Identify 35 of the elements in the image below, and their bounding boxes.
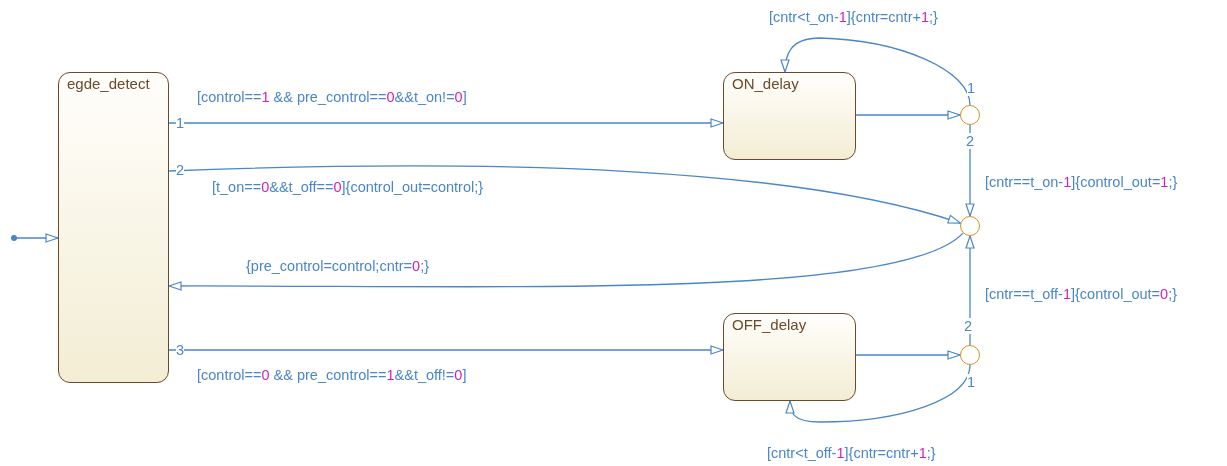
state-box <box>58 72 169 383</box>
transition-label: [control==0 && pre_control==1&&t_off!=0] <box>197 366 467 384</box>
transition-arrow <box>855 110 961 120</box>
junction-circle <box>960 105 980 125</box>
transition-label: [cntr<t_on-1]{cntr=cntr+1;} <box>769 8 938 26</box>
junction-circle <box>960 216 980 236</box>
transition-arrow <box>10 233 59 243</box>
transition-arrow <box>965 124 975 217</box>
transition-arrow <box>785 364 971 423</box>
state-name: ON_delay <box>732 75 799 92</box>
transition-label: [control==1 && pre_control==0&&t_on!=0] <box>197 88 467 106</box>
execution-order-number: 2 <box>966 133 975 149</box>
transition-label: [cntr<t_off-1]{cntr=cntr+1;} <box>767 444 936 462</box>
transition-arrow <box>965 235 975 346</box>
transition-label: {pre_control=control;cntr=0;} <box>246 257 429 275</box>
transition-arrow <box>168 345 724 355</box>
transition-label: [cntr==t_off-1]{control_out=0;} <box>985 285 1178 303</box>
transition-label: [cntr==t_on-1]{control_out=1;} <box>985 173 1178 191</box>
execution-order-number: 2 <box>964 318 973 334</box>
transition-label: [t_on==0&&t_off==0]{control_out=control;} <box>212 178 484 196</box>
state-name: egde_detect <box>67 75 150 92</box>
execution-order-number: 3 <box>176 342 185 358</box>
junction-circle <box>960 345 980 365</box>
execution-order-number: 2 <box>176 162 185 178</box>
execution-order-number: 1 <box>967 374 976 390</box>
transition-arrow <box>780 37 971 106</box>
transition-arrow <box>168 232 964 291</box>
transition-arrow <box>168 165 962 225</box>
execution-order-number: 1 <box>176 115 185 131</box>
state-box <box>723 72 856 160</box>
execution-order-number: 1 <box>967 80 976 96</box>
state-box <box>723 313 856 401</box>
state-name: OFF_delay <box>732 316 807 333</box>
transition-arrow <box>168 118 724 128</box>
transition-arrow <box>855 350 961 360</box>
